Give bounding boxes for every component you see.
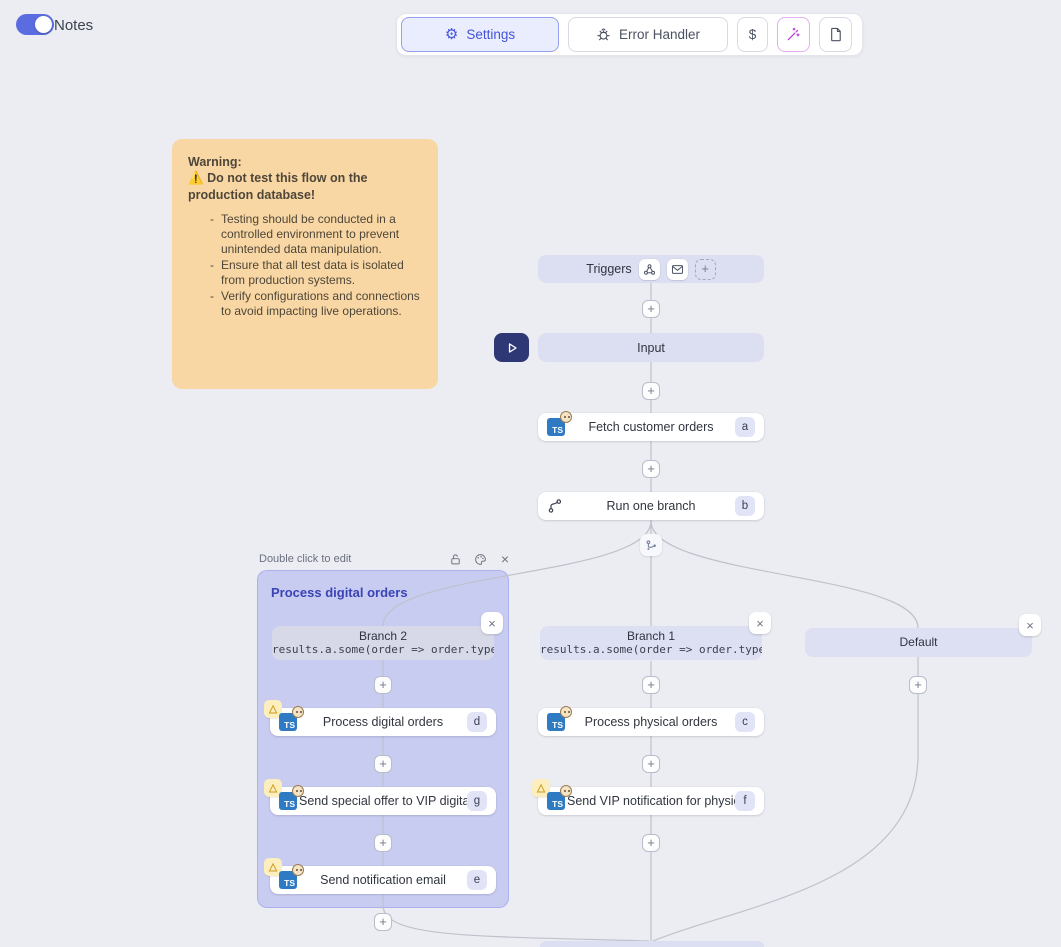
shortcut-badge: e xyxy=(467,870,487,890)
branch-2-condition-node[interactable]: Branch 2 results.a.some(order => order.t… xyxy=(272,626,494,660)
note-title: Warning: xyxy=(188,154,422,170)
group-close-icon[interactable]: × xyxy=(497,551,513,567)
webhook-trigger-button[interactable] xyxy=(639,259,660,280)
node-process-physical-orders[interactable]: TS Process physical orders c xyxy=(538,708,764,736)
shortcut-badge: d xyxy=(467,712,487,732)
remove-branch-button[interactable] xyxy=(749,612,771,634)
run-flow-button[interactable] xyxy=(494,333,529,362)
node-label: Process physical orders xyxy=(567,715,735,729)
toolbar: Settings Error Handler $ xyxy=(396,13,863,56)
add-step-button[interactable] xyxy=(374,913,392,931)
group-edit-hint: Double click to edit xyxy=(259,553,351,565)
note-bullet: Testing should be conducted in a control… xyxy=(210,212,422,257)
note-bullet-list: Testing should be conducted in a control… xyxy=(210,212,422,320)
typescript-icon: TS xyxy=(279,792,297,810)
branch-split-icon xyxy=(640,534,662,556)
add-step-button[interactable] xyxy=(642,300,660,318)
node-label: Send VIP notification for physical... xyxy=(567,794,735,808)
toggle-knob xyxy=(35,16,52,33)
add-trigger-button[interactable] xyxy=(695,259,716,280)
node-fetch-customer-orders[interactable]: TS Fetch customer orders a xyxy=(538,413,764,441)
node-label: Send notification email xyxy=(299,873,467,887)
note-bullet: Verify configurations and connections to… xyxy=(210,289,422,319)
bug-icon xyxy=(596,27,611,42)
warning-note[interactable]: Warning: ⚠️ Do not test this flow on the… xyxy=(172,139,438,389)
add-step-button[interactable] xyxy=(642,382,660,400)
magic-wand-icon xyxy=(786,27,801,42)
add-step-button[interactable] xyxy=(642,676,660,694)
typescript-icon: TS xyxy=(547,792,565,810)
emoji-badge xyxy=(292,864,304,876)
node-label: Send special offer to VIP digital c... xyxy=(299,794,467,808)
node-run-one-branch[interactable]: Run one branch b xyxy=(538,492,764,520)
add-step-button[interactable] xyxy=(642,460,660,478)
notes-label: Notes xyxy=(54,17,93,34)
emoji-badge xyxy=(560,411,572,423)
settings-button[interactable]: Settings xyxy=(401,17,559,52)
shortcut-badge: f xyxy=(735,791,755,811)
emoji-badge xyxy=(560,785,572,797)
shortcut-badge: c xyxy=(735,712,755,732)
warning-emoji-icon: ⚠️ xyxy=(188,171,204,185)
email-trigger-button[interactable] xyxy=(667,259,688,280)
emoji-badge xyxy=(292,785,304,797)
emoji-badge xyxy=(560,706,572,718)
triggers-label: Triggers xyxy=(586,262,631,276)
remove-branch-button[interactable] xyxy=(1019,614,1041,636)
typescript-icon: TS xyxy=(547,713,565,731)
branch-condition-code: results.a.some(order => order.type xyxy=(540,643,762,657)
error-handler-button[interactable]: Error Handler xyxy=(568,17,728,52)
note-bullet: Ensure that all test data is isolated fr… xyxy=(210,258,422,288)
add-step-button[interactable] xyxy=(909,676,927,694)
dollar-label: $ xyxy=(749,27,757,42)
typescript-icon: TS xyxy=(279,871,297,889)
node-process-digital-orders[interactable]: TS Process digital orders d xyxy=(270,708,496,736)
gear-icon xyxy=(445,27,458,42)
branch-condition-code: results.a.some(order => order.type xyxy=(272,643,494,657)
input-label: Input xyxy=(547,341,755,355)
branch-name: Branch 1 xyxy=(627,629,675,643)
unlock-icon[interactable] xyxy=(447,551,463,567)
shortcut-badge: a xyxy=(735,417,755,437)
add-step-button[interactable] xyxy=(642,834,660,852)
play-icon xyxy=(505,341,519,355)
node-label: Process digital orders xyxy=(299,715,467,729)
add-step-button[interactable] xyxy=(374,676,392,694)
node-send-special-offer[interactable]: TS Send special offer to VIP digital c..… xyxy=(270,787,496,815)
branch-name: Branch 2 xyxy=(359,629,407,643)
shortcut-badge: g xyxy=(467,791,487,811)
git-branch-icon xyxy=(547,498,563,514)
node-label: Run one branch xyxy=(567,499,735,513)
branch-name: Default xyxy=(899,635,937,649)
palette-icon[interactable] xyxy=(472,551,488,567)
node-label: Fetch customer orders xyxy=(567,420,735,434)
error-handler-label: Error Handler xyxy=(619,27,700,42)
webhook-icon xyxy=(643,263,656,276)
mail-icon xyxy=(671,263,684,276)
default-branch-node[interactable]: Default xyxy=(805,628,1032,657)
note-alert: ⚠️ Do not test this flow on the producti… xyxy=(188,170,418,203)
magic-wand-button[interactable] xyxy=(777,17,810,52)
add-step-button[interactable] xyxy=(374,834,392,852)
document-button[interactable] xyxy=(819,17,852,52)
triggers-node[interactable]: Triggers xyxy=(538,255,764,283)
settings-label: Settings xyxy=(466,27,515,42)
notes-toggle[interactable] xyxy=(16,14,54,35)
shortcut-badge: b xyxy=(735,496,755,516)
node-send-vip-notification[interactable]: TS Send VIP notification for physical...… xyxy=(538,787,764,815)
node-send-notification-email[interactable]: TS Send notification email e xyxy=(270,866,496,894)
add-step-button[interactable] xyxy=(642,755,660,773)
dollar-button[interactable]: $ xyxy=(737,17,768,52)
emoji-badge xyxy=(292,706,304,718)
input-node[interactable]: Input xyxy=(538,333,764,362)
branch-1-condition-node[interactable]: Branch 1 results.a.some(order => order.t… xyxy=(540,626,762,660)
typescript-icon: TS xyxy=(279,713,297,731)
group-title: Process digital orders xyxy=(271,585,408,600)
remove-branch-button[interactable] xyxy=(481,612,503,634)
next-node-partial[interactable] xyxy=(540,941,764,947)
document-icon xyxy=(829,27,843,42)
typescript-icon: TS xyxy=(547,418,565,436)
add-step-button[interactable] xyxy=(374,755,392,773)
